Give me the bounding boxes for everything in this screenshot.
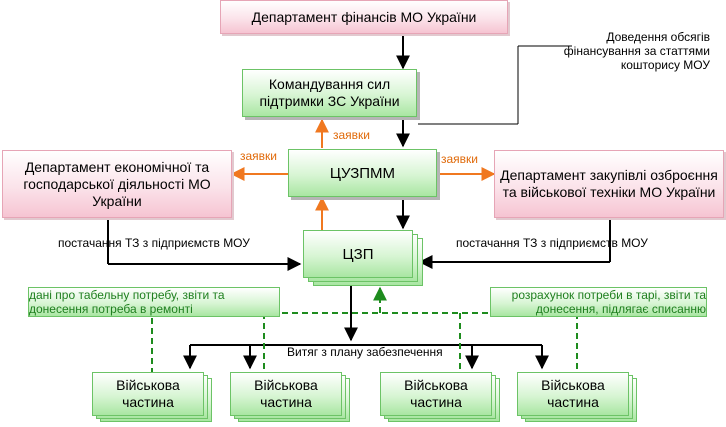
distribution-connector	[183, 282, 549, 370]
tsuzpmm-label: ЦУЗПММ	[329, 164, 396, 182]
supply-left-connector	[107, 218, 302, 271]
support-command-label: Командування сил підтримки ЗС України	[259, 76, 400, 109]
economic-department-box: Департамент економічної та господарської…	[2, 150, 232, 218]
military-unit-1: Військова частина	[92, 372, 222, 424]
military-unit-3: Військова частина	[380, 372, 510, 424]
support-command-box: Командування сил підтримки ЗС України	[242, 69, 417, 117]
unit-3-label: Військова частина	[404, 377, 468, 410]
unit-4-box: Військова частина	[517, 372, 629, 416]
supply-right-connector	[418, 218, 611, 269]
tszp-box: ЦЗП	[303, 230, 413, 278]
unit-2-box: Військова частина	[230, 372, 342, 416]
funding-connector	[396, 33, 572, 125]
tsuzpmm-box: ЦУЗПММ	[288, 149, 437, 197]
data-label-right: розрахунок потреби в тарі, звіти та доне…	[490, 287, 707, 317]
supply-label-right: постачання ТЗ з підприємств МОУ	[456, 236, 648, 250]
funding-note: Доведення обсягів фінансування за стаття…	[563, 30, 710, 72]
tszp-label: ЦЗП	[342, 245, 374, 263]
unit-1-box: Військова частина	[92, 372, 204, 416]
economic-department-label: Департамент економічної та господарської…	[23, 158, 211, 209]
unit-2-label: Військова частина	[254, 377, 318, 410]
tszp-stack: ЦЗП	[303, 230, 427, 288]
unit-4-label: Військова частина	[541, 377, 605, 410]
finance-department-label: Департамент фінансів МО України	[251, 8, 477, 25]
military-unit-2: Військова частина	[230, 372, 360, 424]
requests-label-top: заявки	[333, 128, 371, 142]
procurement-department-box: Департамент закупівлі озброєння та війсь…	[494, 150, 724, 218]
supply-label-left: постачання ТЗ з підприємств МОУ	[58, 236, 250, 250]
unit-1-label: Військова частина	[116, 377, 180, 410]
military-unit-4: Військова частина	[517, 372, 647, 424]
extract-label: Витяг з плану забезпечення	[287, 345, 443, 359]
data-label-left: дані про табельну потребу, звіти та доне…	[28, 287, 280, 317]
procurement-department-label: Департамент закупівлі озброєння та війсь…	[500, 167, 718, 200]
unit-3-box: Військова частина	[380, 372, 492, 416]
finance-department-box: Департамент фінансів МО України	[220, 0, 508, 34]
requests-label-left: заявки	[240, 149, 278, 163]
requests-label-right: заявки	[441, 152, 479, 166]
